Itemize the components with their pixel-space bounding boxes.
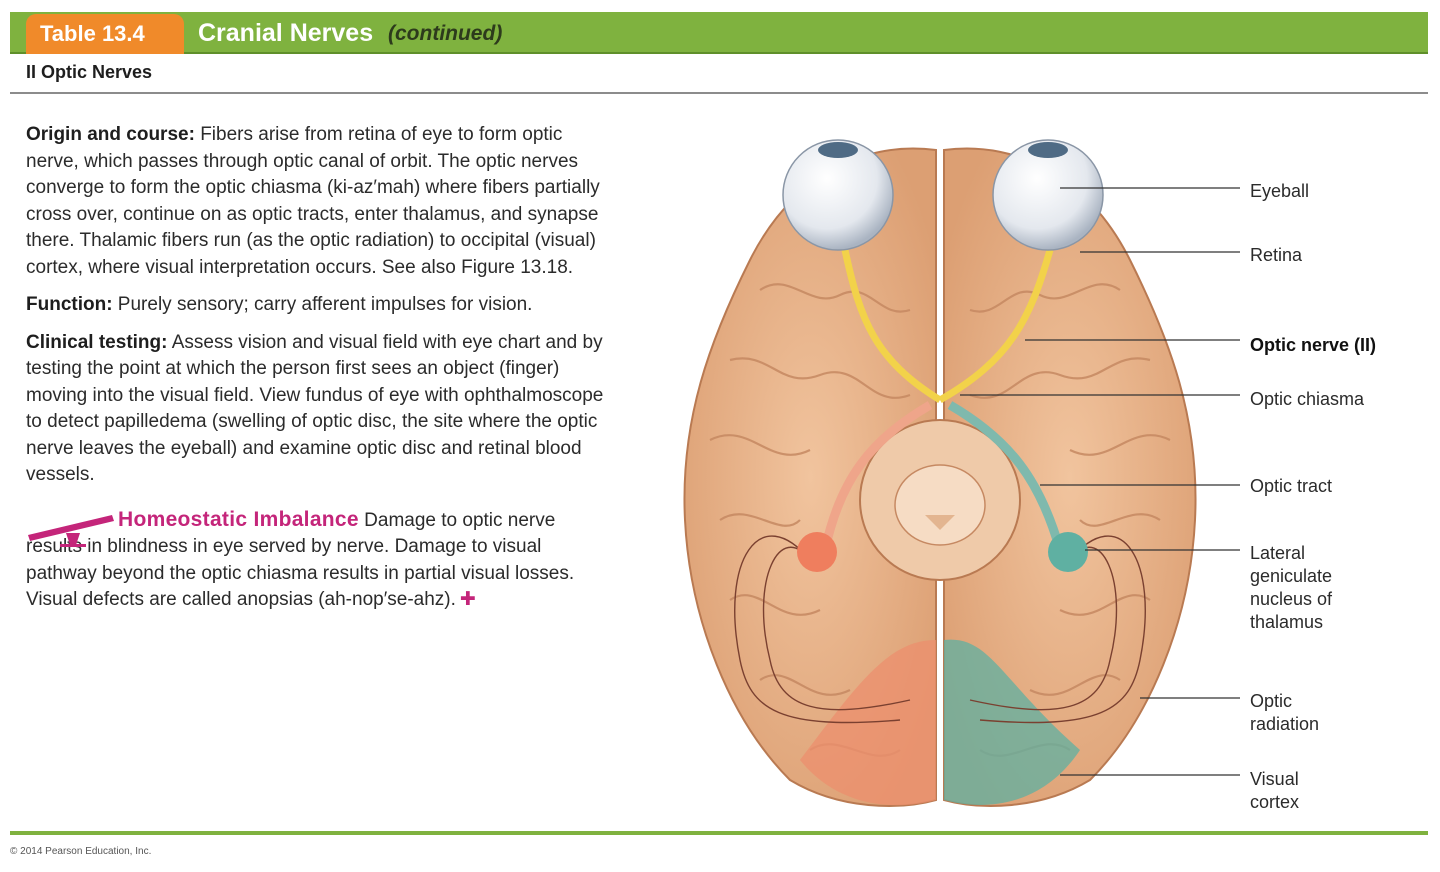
label-optic-nerve: Optic nerve (II) xyxy=(1250,335,1377,355)
label-optic-radiation: Optic radiation xyxy=(1250,690,1319,736)
label-lgn-line-3: nucleus of xyxy=(1250,589,1333,609)
header-bar xyxy=(10,12,1428,54)
label-eyeball: Eyeball xyxy=(1250,181,1310,201)
origin-text: Fibers arise from retina of eye to form … xyxy=(26,124,600,278)
label-lgn-line-2: geniculate xyxy=(1250,566,1333,586)
function-label: Function: xyxy=(26,294,113,315)
label-lgn: Lateral geniculate nucleus of thalamus xyxy=(1250,542,1332,634)
copyright-notice: © 2014 Pearson Education, Inc. xyxy=(10,846,152,857)
label-radiation-line-2: radiation xyxy=(1250,714,1320,734)
label-optic-chiasma: Optic chiasma xyxy=(1250,389,1365,409)
section-heading: II Optic Nerves xyxy=(26,62,153,82)
lgn-right xyxy=(1048,532,1088,572)
label-cortex-line-2: cortex xyxy=(1250,792,1300,812)
lgn-left xyxy=(797,532,837,572)
optic-radiation-fibers xyxy=(734,535,1146,724)
label-optic-tract: Optic tract xyxy=(1250,476,1333,496)
imbalance-paragraph: Homeostatic Imbalance Damage to optic ne… xyxy=(26,507,606,614)
clinical-label: Clinical testing: xyxy=(26,331,168,353)
table-number-badge: Table 13.4 xyxy=(26,14,184,54)
brainstem xyxy=(859,419,1021,581)
function-paragraph: Function: Purely sensory; carry afferent… xyxy=(26,292,606,319)
label-lgn-line-1: Lateral xyxy=(1250,543,1306,563)
optic-tracts xyxy=(820,401,1065,552)
eyeball-left xyxy=(782,139,894,251)
optic-nerves xyxy=(841,249,1054,404)
eyeball-right xyxy=(992,139,1104,251)
label-visual-cortex: Visual cortex xyxy=(1250,768,1299,814)
label-cortex-line-1: Visual xyxy=(1250,769,1299,789)
imbalance-title: Homeostatic Imbalance xyxy=(118,507,359,531)
origin-paragraph: Origin and course: Fibers arise from ret… xyxy=(26,122,606,281)
label-radiation-line-1: Optic xyxy=(1250,691,1293,711)
end-mark-icon: ✚ xyxy=(459,589,476,610)
description-column: Origin and course: Fibers arise from ret… xyxy=(26,122,606,625)
imbalance-text: Damage to optic nerve results in blindne… xyxy=(26,509,575,611)
table-subtitle: (continued) xyxy=(388,22,503,45)
clinical-text: Assess vision and visual field with eye … xyxy=(26,331,604,486)
footer-divider xyxy=(10,831,1428,835)
label-lgn-line-4: thalamus xyxy=(1250,612,1324,632)
imbalance-seesaw-icon xyxy=(28,514,114,547)
function-text: Purely sensory; carry afferent impulses … xyxy=(112,294,533,315)
table-title: Cranial Nerves xyxy=(198,19,374,47)
clinical-paragraph: Clinical testing: Assess vision and visu… xyxy=(26,330,606,489)
origin-label: Origin and course: xyxy=(26,124,195,145)
leader-lines xyxy=(960,187,1240,776)
brain-diagram xyxy=(683,139,1240,807)
label-retina: Retina xyxy=(1250,245,1303,265)
section-divider xyxy=(10,92,1428,94)
